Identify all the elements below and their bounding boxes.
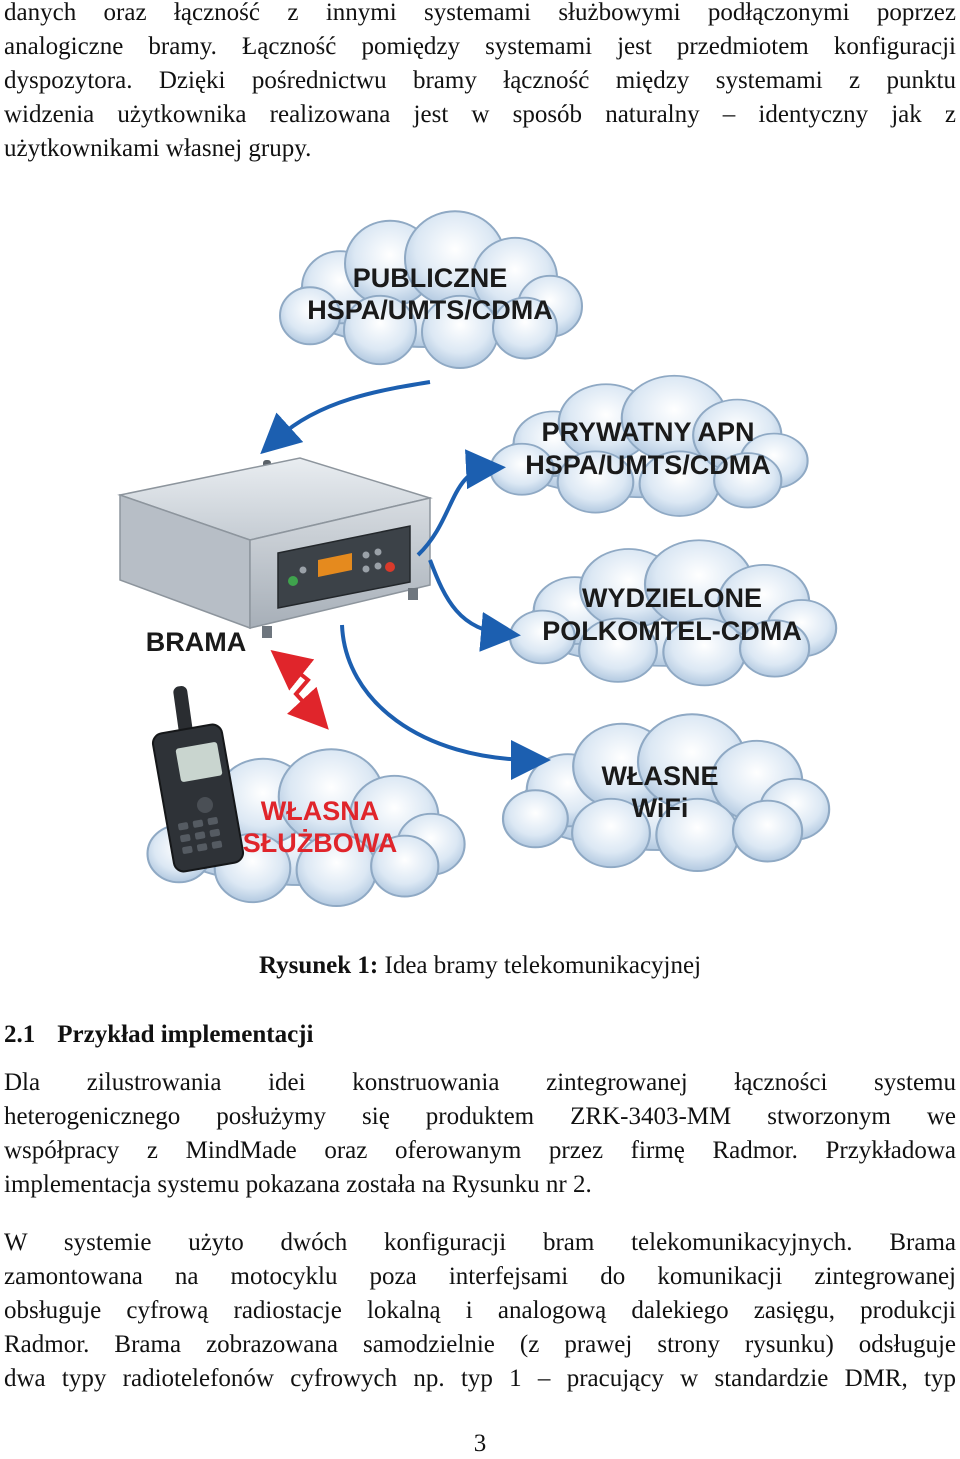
arrow-to-dedicated (428, 559, 521, 652)
text-line: użytkownikami własnej grupy. (4, 135, 312, 162)
text-line: współpracy z MindMade oraz oferowanym pr… (4, 1137, 956, 1164)
arrow-to-own-wifi (340, 624, 551, 780)
cloud-label: SŁUŻBOWA (243, 828, 398, 858)
cloud-public: PUBLICZNE HSPA/UMTS/CDMA (279, 210, 583, 369)
arrow-to-public (260, 380, 431, 455)
cloud-own-service: WŁASNA SŁUŻBOWA (146, 748, 466, 908)
text-line: Dla zilustrowania idei konstruowania zin… (4, 1069, 956, 1096)
text-line: obsługuje cyfrową radiostacje lokalną i … (4, 1297, 956, 1324)
section-title: Przykład implementacji (57, 1021, 314, 1048)
cloud-label: HSPA/UMTS/CDMA (307, 295, 553, 325)
page-number: 3 (473, 1430, 487, 1457)
cloud-label: WYDZIELONE (582, 583, 762, 613)
text-line: widzenia użytkownika realizowana jest w … (4, 101, 956, 128)
intro-paragraph: danych oraz łączność z innymi systemami … (4, 0, 956, 166)
text-line: heterogenicznego posłużymy się produktem… (4, 1103, 956, 1130)
section-heading: 2.1 Przykład implementacji (4, 1021, 313, 1049)
text-line: W systemie użyto dwóch konfiguracji bram… (4, 1229, 956, 1256)
figure-caption: Rysunek 1: Idea bramy telekomunikacyjnej (0, 952, 960, 980)
text-line: implementacja systemu pokazana została n… (4, 1171, 592, 1198)
cloud-label: HSPA/UMTS/CDMA (525, 450, 771, 480)
text-line: analogiczne bramy. Łączność pomiędzy sys… (4, 33, 956, 60)
paragraph-2: W systemie użyto dwóch konfiguracji bram… (4, 1226, 956, 1396)
text-line: zamontowana na motocyklu poza interfejsa… (4, 1263, 956, 1290)
arrow-red-radio-link (270, 650, 329, 730)
cloud-label: WiFi (632, 793, 689, 823)
cloud-label: WŁASNA (261, 796, 379, 826)
handheld-radio-icon (151, 686, 245, 873)
gateway-diagram: PUBLICZNE HSPA/UMTS/CDMA PRYWATNY APN HS… (117, 210, 838, 908)
cloud-own-wifi: WŁASNE WiFi (501, 713, 831, 873)
caption-label: Rysunek 1: (258, 952, 379, 979)
gateway-device (117, 457, 433, 638)
text-line: dwa typy radiotelefonów cyfrowych np. ty… (4, 1365, 956, 1392)
cloud-private-apn: PRYWATNY APN HSPA/UMTS/CDMA (489, 374, 809, 518)
gateway-label: BRAMA (146, 627, 247, 657)
text-line: dyspozytora. Dzięki pośrednictwu bramy ł… (4, 67, 956, 94)
text-line: Radmor. Brama zobrazowana samodzielnie (… (4, 1331, 956, 1358)
cloud-label: POLKOMTEL-CDMA (542, 616, 801, 646)
text-line: danych oraz łączność z innymi systemami … (4, 0, 956, 26)
section-number: 2.1 (4, 1021, 36, 1048)
cloud-label: WŁASNE (602, 761, 719, 791)
cloud-label: PRYWATNY APN (541, 417, 754, 447)
cloud-label: PUBLICZNE (353, 263, 508, 293)
caption-text: Idea bramy telekomunikacyjnej (384, 952, 702, 979)
paragraph-1: Dla zilustrowania idei konstruowania zin… (4, 1066, 956, 1202)
cloud-dedicated: WYDZIELONE POLKOMTEL-CDMA (508, 539, 838, 687)
arrow-to-private-apn (416, 449, 506, 557)
